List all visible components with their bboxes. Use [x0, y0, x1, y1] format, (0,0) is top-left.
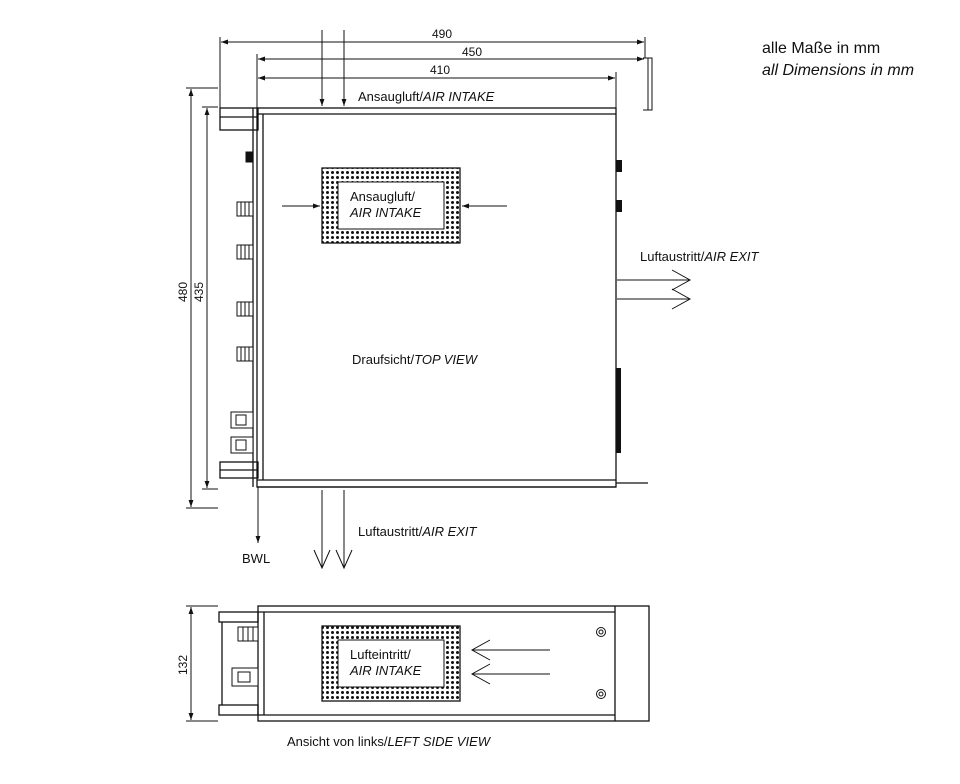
side-vent-label-de: Lufteintritt/	[350, 647, 411, 662]
knob-3	[236, 301, 254, 317]
side-view-front-controls	[231, 626, 259, 687]
side-vent-label-en: AIR INTAKE	[349, 663, 422, 678]
dimension-480-label: 480	[176, 282, 190, 302]
dimension-132-label: 132	[176, 655, 190, 675]
side-view-screws	[596, 627, 606, 699]
right-exit-label: Luftaustritt/AIR EXIT	[640, 249, 760, 264]
units-note-en: all Dimensions in mm	[762, 62, 914, 79]
dimension-132	[186, 605, 218, 722]
units-note-de: alle Maße in mm	[762, 40, 880, 57]
bottom-exit-label: Luftaustritt/AIR EXIT	[358, 524, 478, 539]
top-vent-label-de: Ansaugluft/	[350, 189, 415, 204]
connector-2	[230, 436, 254, 454]
top-vent-label-en: AIR INTAKE	[349, 205, 422, 220]
dimension-450-label: 450	[462, 45, 482, 59]
knob-1	[236, 201, 254, 217]
connector-1	[230, 411, 254, 429]
top-intake-arrows	[319, 30, 347, 106]
top-view-vent	[321, 167, 461, 244]
knob-2	[236, 244, 254, 260]
dimension-410-label: 410	[430, 63, 450, 77]
rear-side-features	[616, 160, 622, 453]
top-intake-label: Ansaugluft/AIR INTAKE	[358, 89, 495, 104]
knob-4	[236, 346, 254, 362]
dimension-480	[186, 87, 218, 509]
side-view-vent	[321, 625, 461, 702]
dimension-490-label: 490	[432, 27, 452, 41]
rear-bracket-line	[643, 57, 653, 111]
bwl-label: BWL	[242, 551, 270, 566]
side-view-label: Ansicht von links/LEFT SIDE VIEW	[287, 734, 492, 749]
bottom-exit-arrows	[313, 490, 353, 570]
right-exit-arrows	[617, 269, 692, 310]
top-view-housing	[219, 107, 648, 488]
dimension-435	[202, 106, 218, 490]
side-intake-arrows	[470, 639, 550, 685]
dimension-435-label: 435	[192, 282, 206, 302]
front-panel-controls	[230, 151, 254, 454]
top-view-label: Draufsicht/TOP VIEW	[352, 352, 479, 367]
side-view-housing	[218, 605, 650, 722]
dimension-410	[258, 72, 617, 108]
